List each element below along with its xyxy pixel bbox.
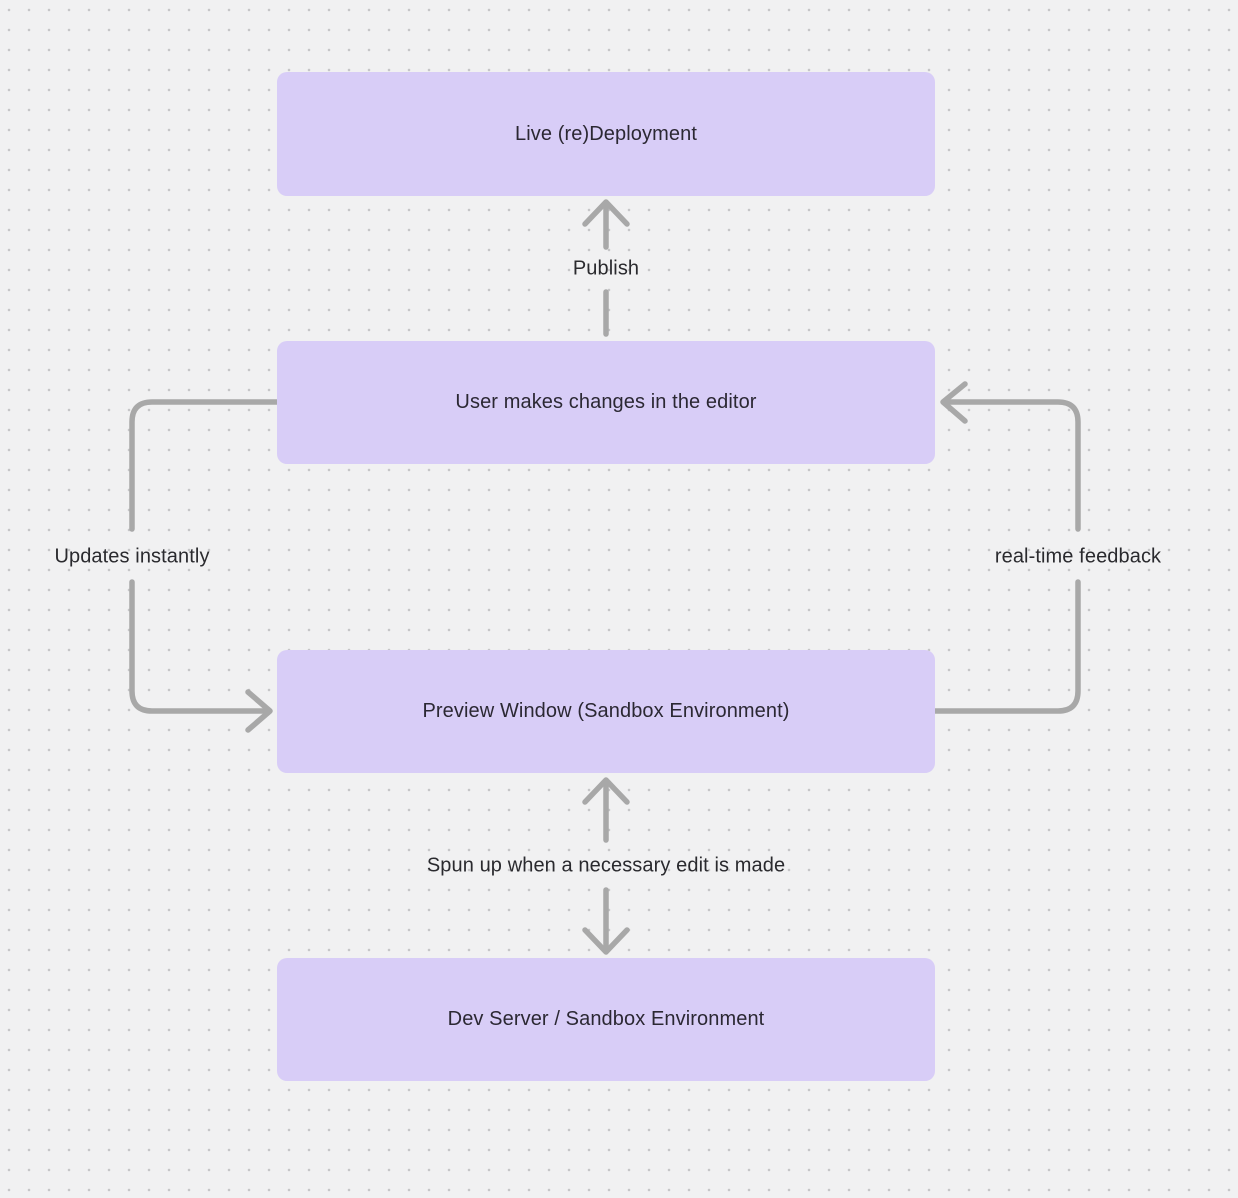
edge-label-publish: Publish	[572, 257, 640, 280]
edge-label-spun-up: Spun up when a necessary edit is made	[426, 854, 786, 877]
arrow-shaft	[932, 579, 1081, 714]
node-user-editor[interactable]: User makes changes in the editor	[277, 341, 935, 464]
arrow-head-left-icon	[940, 381, 968, 424]
edge-label-real-time-feedback: real-time feedback	[994, 545, 1162, 568]
edge-label-updates-instantly: Updates instantly	[54, 545, 210, 568]
arrow-shaft	[129, 399, 280, 532]
arrow-shaft	[945, 399, 1081, 532]
node-label: Dev Server / Sandbox Environment	[447, 1008, 765, 1030]
node-label: User makes changes in the editor	[455, 391, 757, 413]
arrow-head-down-icon	[582, 927, 630, 955]
node-label: Live (re)Deployment	[515, 122, 697, 145]
arrow-shaft	[129, 579, 267, 714]
arrow-head-up-icon	[582, 199, 630, 227]
node-preview-window[interactable]: Preview Window (Sandbox Environment)	[277, 650, 935, 773]
node-live-redeployment[interactable]: Live (re)Deployment	[277, 72, 935, 196]
node-dev-server[interactable]: Dev Server / Sandbox Environment	[277, 958, 935, 1081]
arrow-head-right-icon	[245, 689, 273, 733]
arrow-head-up-icon	[582, 777, 630, 805]
node-label: Preview Window (Sandbox Environment)	[422, 700, 790, 722]
arrow-strokes	[129, 199, 1081, 955]
